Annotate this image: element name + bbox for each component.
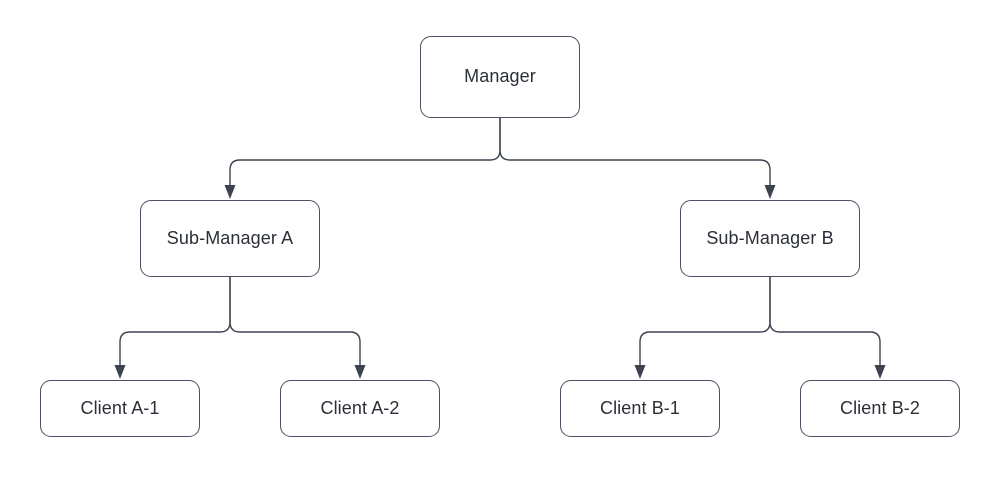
node-client-b2[interactable]: Client B-2: [800, 380, 960, 437]
node-client-b1[interactable]: Client B-1: [560, 380, 720, 437]
node-client-a2[interactable]: Client A-2: [280, 380, 440, 437]
node-manager-label: Manager: [464, 66, 536, 87]
node-client-a1-label: Client A-1: [80, 397, 160, 418]
node-client-b2-label: Client B-2: [839, 397, 921, 418]
arrowhead-client-a1: [114, 365, 126, 379]
edge-submanager-b-to-client-b2: [769, 277, 881, 366]
node-sub-manager-a-label: Sub-Manager A: [166, 227, 294, 248]
node-sub-manager-b-label: Sub-Manager B: [706, 227, 834, 248]
edge-submanager-a-to-client-a2: [229, 277, 361, 366]
node-sub-manager-a[interactable]: Sub-Manager A: [140, 200, 320, 277]
edge-submanager-b-to-client-b1: [639, 277, 771, 366]
edge-manager-to-submanager-a: [229, 118, 501, 186]
arrowhead-client-b2: [874, 365, 886, 379]
arrowhead-submanager-a: [224, 185, 236, 199]
arrowhead-submanager-b: [764, 185, 776, 199]
node-client-a2-label: Client A-2: [320, 397, 400, 418]
edge-submanager-a-to-client-a1: [119, 277, 231, 366]
edge-manager-to-submanager-b: [499, 118, 771, 186]
node-manager[interactable]: Manager: [420, 36, 580, 118]
node-client-a1[interactable]: Client A-1: [40, 380, 200, 437]
node-client-b1-label: Client B-1: [599, 397, 681, 418]
arrowhead-client-b1: [634, 365, 646, 379]
node-sub-manager-b[interactable]: Sub-Manager B: [680, 200, 860, 277]
arrowhead-client-a2: [354, 365, 366, 379]
